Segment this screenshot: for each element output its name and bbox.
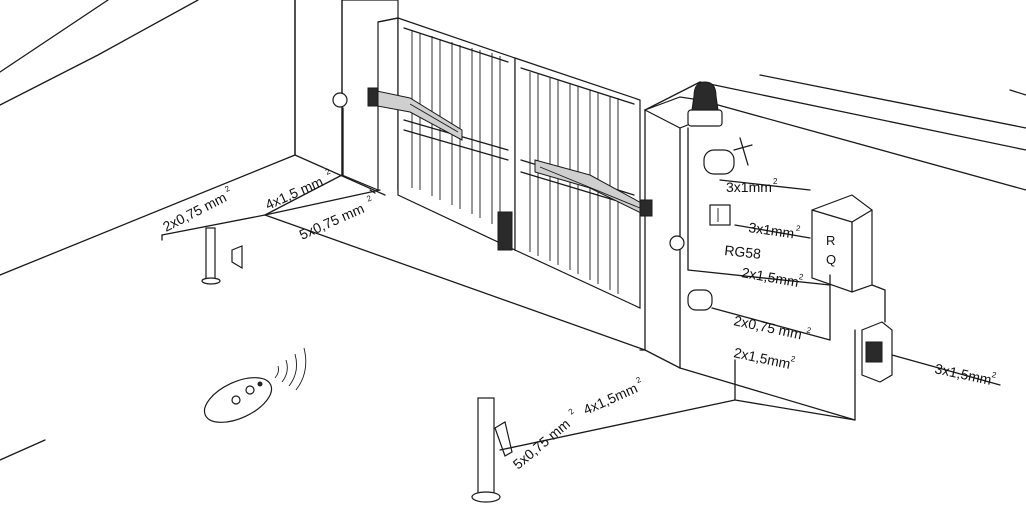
cable-label-rg58: RG58 — [724, 242, 762, 262]
svg-text:2: 2 — [223, 184, 232, 194]
svg-text:4x1,5 mm: 4x1,5 mm — [263, 173, 326, 213]
cable-label-4x15-left: 4x1,5 mm 2 — [263, 167, 333, 213]
photocell-right — [669, 235, 685, 251]
cable-label-3x1-mid: 3x1mm 2 — [748, 219, 802, 241]
control-box-letter-top: R — [826, 233, 835, 248]
svg-text:2: 2 — [635, 375, 643, 385]
flashing-lamp-icon — [687, 81, 723, 127]
key-selector-icon — [709, 204, 731, 226]
radio-waves-icon — [274, 347, 307, 391]
photocell-left — [332, 92, 348, 108]
cable-label-2x15-lower: 2x1,5mm 2 — [732, 344, 797, 372]
control-box-letter-bottom: Q — [826, 252, 836, 267]
cable-label-5x075-left: 5x0,75 mm 2 — [297, 193, 374, 242]
svg-text:2x1,5mm: 2x1,5mm — [740, 264, 799, 290]
cable-label-2x15-upper: 2x1,5mm 2 — [740, 264, 804, 290]
svg-text:2: 2 — [773, 177, 778, 186]
gate-lock — [497, 211, 513, 251]
svg-text:2: 2 — [806, 326, 813, 336]
right-pillar — [643, 96, 701, 369]
cable-label-3x1-top: 3x1mm 2 — [726, 177, 778, 195]
photocell-icon — [703, 137, 753, 175]
cable-label-4x15-bottom: 4x1,5mm 2 — [581, 375, 643, 418]
left-operator — [367, 87, 463, 141]
svg-text:2: 2 — [798, 272, 804, 282]
right-post — [471, 397, 513, 503]
cable-runs — [161, 107, 1001, 451]
svg-text:3x1,5mm: 3x1,5mm — [933, 360, 993, 388]
svg-text:2: 2 — [795, 224, 801, 234]
remote-control-icon — [203, 377, 273, 423]
left-wall — [0, 0, 386, 461]
left-post — [201, 227, 243, 285]
cable-label-5x075-bottom: 5x0,75 mm 2 — [510, 406, 577, 473]
svg-text:RG58: RG58 — [724, 242, 762, 262]
cable-label-3x15: 3x1,5mm 2 — [933, 360, 998, 388]
cable-label-2x075-left: 2x0,75 mm 2 — [160, 184, 232, 235]
main-switch-icon — [861, 321, 893, 383]
photocell-post-icon — [687, 289, 713, 311]
svg-text:3x1mm: 3x1mm — [726, 179, 772, 195]
svg-text:2x1,5mm: 2x1,5mm — [732, 344, 792, 372]
svg-text:2: 2 — [365, 193, 373, 203]
svg-text:2: 2 — [790, 354, 797, 364]
svg-text:2: 2 — [324, 167, 332, 177]
svg-text:2x0,75 mm: 2x0,75 mm — [732, 312, 803, 342]
svg-text:3x1mm: 3x1mm — [748, 219, 796, 241]
svg-text:2: 2 — [991, 370, 998, 380]
svg-text:4x1,5mm: 4x1,5mm — [581, 380, 640, 418]
control-box: R Q — [811, 194, 873, 293]
svg-text:5x0,75 mm: 5x0,75 mm — [510, 416, 573, 473]
svg-text:2: 2 — [567, 406, 577, 416]
cable-label-2x075-right: 2x0,75 mm 2 — [732, 312, 813, 342]
right-operator — [534, 159, 653, 217]
